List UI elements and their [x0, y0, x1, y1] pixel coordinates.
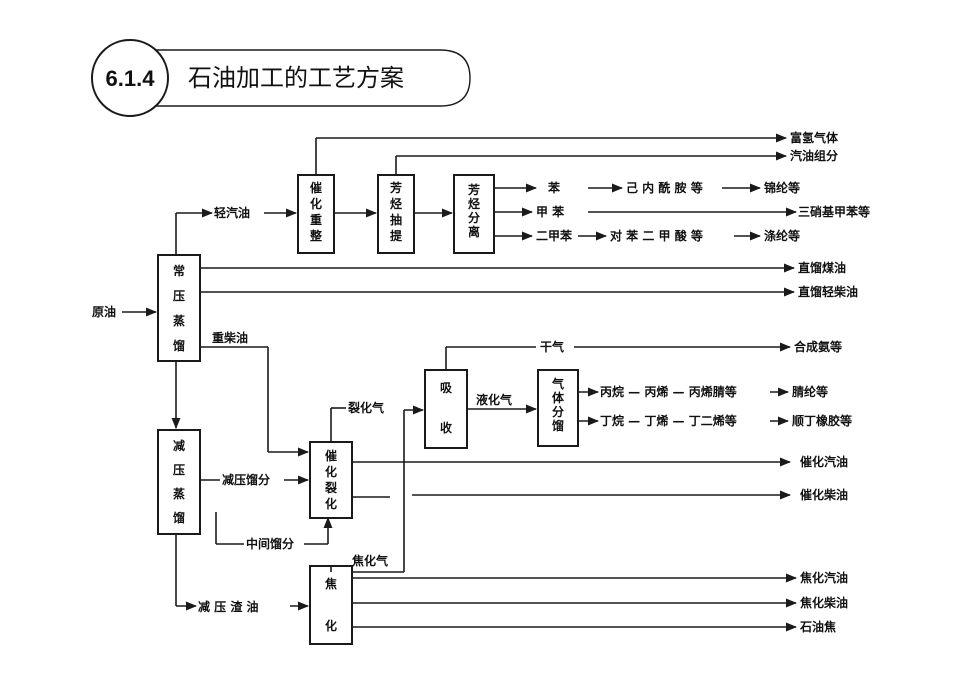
atm-char-1: 常	[173, 263, 185, 278]
header-number: 6.1.4	[106, 66, 156, 91]
box-aromatics-extraction	[377, 174, 415, 254]
atm-char-4: 馏	[173, 338, 185, 353]
label-crude: 原油	[92, 304, 116, 319]
svg-text:重: 重	[310, 212, 322, 227]
product-nylon: 锦纶等	[764, 180, 800, 195]
atm-char-2: 压	[173, 289, 185, 303]
aro-sep-label: 芳 烃 分 离	[468, 182, 480, 239]
svg-text:化: 化	[310, 196, 322, 211]
svg-text:馏: 馏	[552, 418, 564, 433]
label-toluene: 甲 苯	[536, 204, 565, 219]
svg-text:体: 体	[552, 390, 565, 405]
product-gasoline-component: 汽油组分	[790, 148, 838, 163]
svg-text:化: 化	[325, 464, 337, 479]
svg-text:化: 化	[325, 496, 337, 511]
header-outline	[130, 49, 471, 107]
box-aromatics-separation	[453, 174, 495, 254]
label-coker-gas: 焦化气	[351, 553, 388, 568]
svg-text:气: 气	[551, 376, 564, 391]
svg-text:提: 提	[390, 228, 403, 243]
section-header: 6.1.4 石油加工的工艺方案	[91, 39, 471, 117]
header-number-badge	[91, 39, 169, 117]
label-butane-chain: 丁烷 — 丁烯 — 丁二烯等	[600, 413, 737, 428]
svg-text:芳: 芳	[390, 180, 402, 195]
product-cat-diesel: 催化柴油	[800, 487, 848, 502]
svg-text:芳: 芳	[468, 182, 480, 197]
svg-text:离: 离	[468, 224, 480, 239]
svg-text:整: 整	[309, 228, 322, 243]
label-propane-chain: 丙烷 — 丙烯 — 丙烯腈等	[600, 384, 737, 399]
cat-crack-label: 催 化 裂 化	[324, 448, 337, 511]
vac-char-3: 蒸	[173, 486, 185, 501]
product-coker-diesel: 焦化柴油	[799, 595, 848, 610]
extraction-label: 芳 烃 抽 提	[390, 180, 403, 243]
product-tnt: 三硝基甲苯等	[798, 204, 870, 219]
product-coker-gasoline: 焦化汽油	[799, 570, 848, 585]
svg-text:烃: 烃	[468, 196, 480, 211]
label-pta: 对 苯 二 甲 酸 等	[610, 228, 703, 243]
vac-char-4: 馏	[173, 510, 185, 525]
vacuum-label: 减 压 蒸 馏	[173, 438, 185, 525]
atm-char-3: 蒸	[173, 313, 185, 328]
box-coking	[309, 565, 353, 645]
product-light-diesel: 直馏轻柴油	[798, 284, 858, 299]
svg-text:抽: 抽	[390, 212, 402, 227]
svg-text:吸: 吸	[440, 381, 453, 395]
label-dry-gas: 干气	[540, 339, 564, 354]
svg-text:烃: 烃	[390, 196, 402, 211]
product-pet-coke: 石油焦	[799, 619, 836, 634]
product-polyester: 涤纶等	[764, 228, 800, 243]
label-xylene: 二甲苯	[536, 228, 573, 243]
label-light-gasoline: 轻汽油	[214, 205, 250, 220]
svg-text:分: 分	[468, 210, 480, 225]
label-caprolactam: 己 内 酰 胺 等	[626, 180, 703, 195]
atmospheric-label: 常 压 蒸 馏	[173, 263, 185, 353]
vac-char-1: 减	[173, 438, 185, 453]
box-vacuum-distillation	[157, 429, 201, 535]
svg-text:化: 化	[325, 618, 337, 633]
product-kerosene: 直馏煤油	[798, 260, 846, 275]
header-title: 石油加工的工艺方案	[188, 64, 404, 92]
label-vacuum-distillate: 减压馏分	[222, 472, 270, 487]
product-rubber: 顺丁橡胶等	[792, 413, 852, 428]
coking-label: 焦 化	[324, 576, 337, 633]
label-liquefied-gas: 液化气	[476, 392, 512, 407]
svg-text:催: 催	[325, 448, 337, 463]
label-middle-distillate: 中间馏分	[246, 536, 294, 551]
product-acrylic: 腈纶等	[792, 384, 828, 399]
vac-char-2: 压	[173, 463, 185, 477]
label-benzene: 苯	[547, 180, 561, 195]
box-gas-fractionation	[537, 369, 579, 447]
svg-text:收: 收	[440, 420, 452, 435]
svg-text:分: 分	[552, 404, 564, 419]
product-ammonia: 合成氨等	[794, 339, 842, 354]
label-cracked-gas: 裂化气	[347, 400, 384, 415]
gas-frac-label: 气 体 分 馏	[551, 376, 565, 433]
svg-text:裂: 裂	[324, 480, 337, 495]
label-heavy-diesel: 重柴油	[212, 330, 248, 345]
product-cat-gasoline: 催化汽油	[800, 454, 848, 469]
absorb-label: 吸 收	[440, 381, 453, 435]
reforming-label: 催 化 重 整	[309, 180, 322, 243]
product-h2-gas: 富氢气体	[790, 130, 839, 145]
svg-text:焦: 焦	[324, 576, 337, 591]
svg-text:催: 催	[310, 180, 322, 195]
box-atmospheric-distillation	[157, 254, 201, 362]
label-vacuum-residue: 减 压 渣 油	[198, 599, 259, 614]
